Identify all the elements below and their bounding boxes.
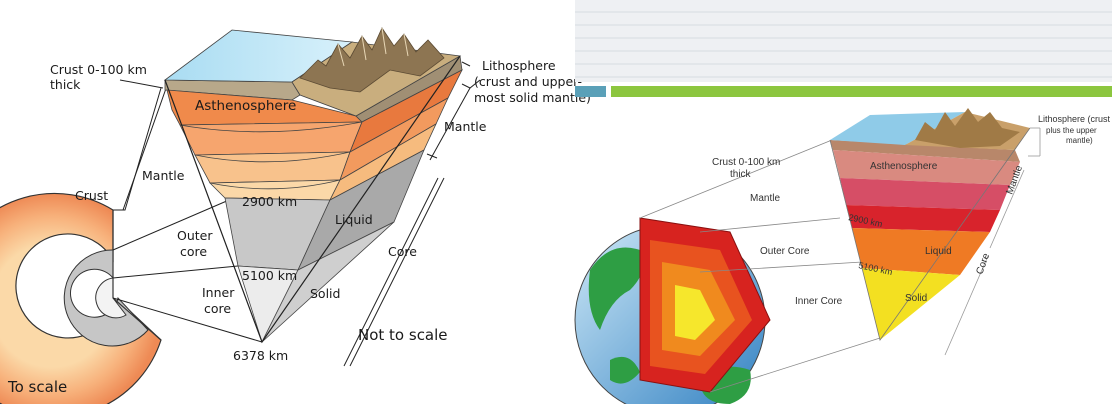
to-scale-section: [0, 192, 162, 404]
r-label-mantle: Mantle: [750, 193, 780, 204]
r-layer-outer-core: [852, 228, 990, 275]
label-outer-core-1: Outer: [177, 228, 213, 243]
r-label-lithosphere-1: Lithosphere (crust: [1038, 114, 1111, 124]
label-to-scale: To scale: [7, 378, 67, 396]
r-mountains: [915, 108, 1020, 148]
layer-inner-core-side: [261, 221, 395, 343]
label-outer-core-2: core: [180, 244, 207, 259]
leader-lines: [119, 61, 481, 367]
r-layer-mantle-1: [840, 178, 1010, 210]
label-solid: Solid: [310, 286, 340, 301]
label-mantle-left: Mantle: [142, 168, 185, 183]
label-core: Core: [388, 244, 417, 259]
r-label-core-side: Core: [974, 251, 992, 276]
to-scale-outer-core: [63, 249, 149, 347]
r-label-liquid: Liquid: [925, 246, 952, 257]
slide-header: [575, 0, 1112, 97]
r-label-crust-range: Crust 0-100 km: [712, 157, 780, 168]
r-label-outer-core: Outer Core: [760, 246, 810, 257]
r-label-lithosphere-3: mantle): [1066, 136, 1093, 145]
label-crust-range: Crust 0-100 km: [50, 62, 147, 77]
cutaway-inner-core: [675, 285, 715, 340]
label-depth-6378: 6378 km: [233, 348, 288, 363]
label-crust-thick: thick: [50, 77, 81, 92]
right-wedge: [829, 108, 1031, 341]
r-label-crust-thick: thick: [730, 169, 752, 180]
header-bar-green: [611, 86, 1112, 97]
r-label-solid: Solid: [905, 293, 927, 304]
label-inner-core-1: Inner: [202, 285, 235, 300]
continent: [588, 247, 644, 330]
label-lithosphere-2: (crust and upper-: [474, 74, 582, 89]
label-liquid: Liquid: [335, 212, 373, 227]
right-diagram: Crust 0-100 km thick Lithosphere (crust …: [574, 0, 1112, 404]
label-mantle-right: Mantle: [444, 119, 487, 134]
mountains: [299, 27, 445, 93]
label-lithosphere-3: most solid mantle): [474, 90, 591, 105]
label-asthenosphere: Asthenosphere: [195, 98, 296, 114]
r-label-inner-core: Inner Core: [795, 296, 843, 307]
r-layer-crust: [830, 140, 1020, 162]
globe: [574, 217, 771, 404]
r-layer-inner-core: [862, 268, 960, 340]
left-labels: Crust 0-100 km thick Lithosphere (crust …: [7, 58, 591, 396]
r-label-asthenosphere: Asthenosphere: [870, 161, 938, 172]
right-projection-lines: [639, 139, 881, 393]
right-brackets: [944, 127, 1041, 356]
label-crust: Crust: [75, 188, 108, 203]
r-layer-asthenosphere: [833, 150, 1020, 185]
continent: [610, 356, 640, 384]
r-ocean-surface: [830, 112, 965, 145]
label-depth-2900: 2900 km: [242, 194, 297, 209]
to-scale-inner-core: [95, 277, 127, 319]
label-inner-core-2: core: [204, 301, 231, 316]
header-bar-blue: [575, 86, 606, 97]
wedge-block: [163, 27, 463, 344]
label-not-to-scale: Not to scale: [358, 326, 448, 344]
label-depth-5100: 5100 km: [242, 268, 297, 283]
layer-mantle-1-front: [179, 121, 363, 156]
left-diagram: Crust 0-100 km thick Lithosphere (crust …: [0, 27, 591, 404]
projection-lines: [112, 79, 263, 343]
r-label-lithosphere-2: plus the upper: [1046, 126, 1097, 135]
to-scale-mantle-ring: [0, 192, 162, 404]
label-lithosphere-1: Lithosphere: [482, 58, 556, 73]
